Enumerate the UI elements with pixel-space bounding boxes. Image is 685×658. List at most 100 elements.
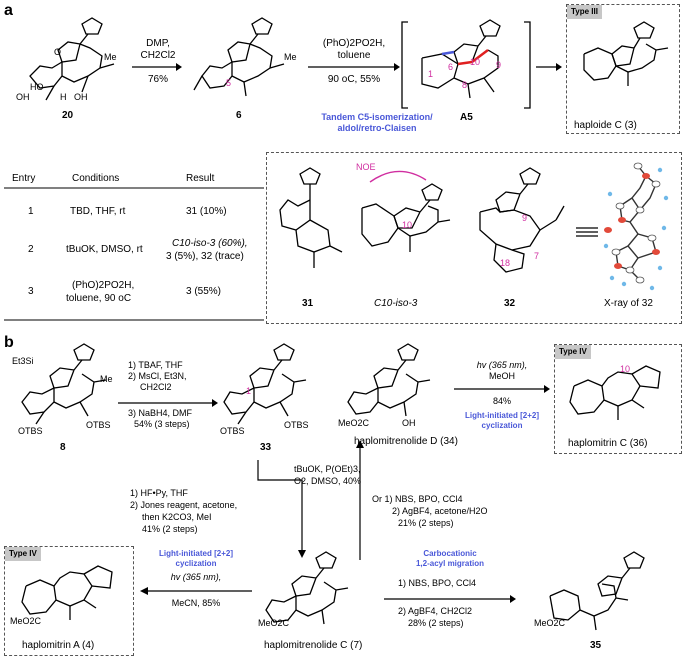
- table-row-2-conditions: tBuOK, DMSO, rt: [66, 244, 143, 255]
- compound-box: [266, 152, 682, 324]
- compound-c10-iso-3-label: C10-iso-3: [374, 298, 418, 309]
- step-7-35-1: 1) NBS, BPO, CCl4: [398, 578, 477, 588]
- step-7-34-b2: 2) AgBF4, acetone/H2O: [392, 506, 488, 516]
- compound-20-label: 20: [62, 110, 74, 121]
- step-8-33-5: 54% (3 steps): [134, 419, 190, 429]
- tandem-label-1: Tandem C5-isomerization/: [321, 112, 433, 122]
- step-33-7-4: 41% (2 steps): [142, 524, 198, 534]
- arrow-6-A5: [308, 63, 400, 71]
- atom-label: OTBS: [220, 426, 245, 436]
- step-7-34-a1: tBuOK, P(OEt)3,: [294, 464, 361, 474]
- table-row-3-entry: 3: [28, 286, 34, 297]
- compound-4-label: haplomitrin A (4): [22, 640, 95, 651]
- step-7-35-3: 28% (2 steps): [408, 618, 464, 628]
- atom-label: 7: [534, 251, 540, 261]
- compound-3-label: haploide C (3): [574, 120, 637, 131]
- arrow-33-7: [257, 460, 306, 558]
- atom-label: OTBS: [18, 426, 43, 436]
- compound-8-label: 8: [60, 442, 66, 453]
- carbo-label-2: 1,2-acyl migration: [415, 559, 485, 568]
- step-8-33-2: 2) MsCl, Et3N,: [128, 371, 187, 381]
- atom-label: Me: [284, 52, 297, 62]
- xray-label: X-ray of 32: [604, 298, 653, 309]
- light-label-1: Light-initiated [2+2]: [465, 411, 539, 420]
- structure-6: [193, 17, 285, 97]
- step-7-35-2: 2) AgBF4, CH2Cl2: [398, 606, 473, 616]
- haploide-c-box: [566, 4, 680, 134]
- step-7-34-b3: 21% (2 steps): [398, 518, 454, 528]
- atom-label: 18: [500, 258, 511, 268]
- atom-label: 9: [496, 60, 502, 70]
- step-34-36-1: hv (365 nm),: [476, 360, 528, 370]
- table-row-1-result: 31 (10%): [186, 206, 227, 217]
- step-33-7-1: 1) HF•Py, THF: [130, 488, 188, 498]
- structure-34: [347, 343, 431, 417]
- panel-a-label: a: [4, 2, 13, 19]
- step2-reagent: (PhO)2PO2H,: [322, 38, 386, 49]
- structure-8: [21, 343, 107, 425]
- atom-label: MeO2C: [534, 618, 566, 628]
- step-7-4-1: hv (365 nm),: [170, 572, 222, 582]
- step1-yield: 76%: [147, 74, 168, 85]
- structure-33: [223, 343, 307, 425]
- table-row-3-conditions-a: (PhO)2PO2H,: [72, 280, 135, 291]
- step-7-34-a2: O2, DMSO, 40%: [294, 476, 362, 486]
- atom-label: 9: [522, 213, 528, 223]
- arrow-7-35: [384, 595, 516, 603]
- haplomitrin-c-box: [554, 344, 682, 454]
- structure-4: [21, 565, 113, 620]
- type-iv-badge-a: Type IV: [5, 547, 41, 561]
- atom-label: MeO2C: [10, 616, 42, 626]
- type-iv-badge: Type IV: [555, 345, 591, 359]
- atom-label: OTBS: [86, 420, 111, 430]
- atom-label: 1: [428, 69, 434, 79]
- light-label-2: cyclization: [481, 421, 523, 430]
- table-row-2-result-b: 3 (5%), 32 (trace): [166, 251, 244, 262]
- step2-conditions: 90 oC, 55%: [327, 74, 381, 85]
- atom-label: Et3Si: [12, 356, 34, 366]
- atom-label: OH: [402, 418, 416, 428]
- tandem-label-2: aldol/retro-Claisen: [337, 123, 417, 133]
- noe-label: NOE: [356, 162, 376, 172]
- light-label-a2: cyclization: [175, 559, 217, 568]
- compound-31-label: 31: [302, 298, 314, 309]
- atom-label: 10: [402, 220, 413, 230]
- compound-33-label: 33: [260, 442, 272, 453]
- step-7-4-2: MeCN, 85%: [171, 598, 221, 608]
- arrow-34-36: [454, 385, 550, 393]
- atom-label: O: [54, 47, 62, 57]
- structure-31: [279, 167, 343, 268]
- atom-label: 10: [470, 57, 481, 67]
- arrow-8-33: [118, 399, 218, 407]
- table-row-3-conditions-b: toluene, 90 oC: [66, 293, 132, 304]
- step-34-36-3: 84%: [492, 396, 511, 406]
- atom-label: MeO2C: [258, 618, 290, 628]
- atom-label: 5: [226, 78, 232, 88]
- atom-label: OH: [74, 92, 88, 102]
- arrow-20-6: [132, 63, 182, 71]
- step-8-33-3: CH2Cl2: [140, 382, 172, 392]
- step-8-33-4: 3) NaBH4, DMF: [128, 408, 193, 418]
- table-row-2-result-a: C10-iso-3 (60%),: [172, 238, 248, 249]
- compound-34-label: haplomitrenolide D (34): [354, 436, 458, 447]
- arrow-A5-3: [536, 63, 562, 71]
- table-header-result: Result: [186, 173, 215, 184]
- table-header-conditions: Conditions: [72, 173, 120, 184]
- atom-label: 6: [448, 62, 454, 72]
- haplomitrin-a-box: [4, 546, 134, 656]
- table-row-1-conditions: TBD, THF, rt: [70, 206, 126, 217]
- compound-6-label: 6: [236, 110, 242, 121]
- table-row-2-entry: 2: [28, 244, 34, 255]
- step-33-7-3: then K2CO3, MeI: [142, 512, 212, 522]
- atom-label: 8: [462, 80, 468, 90]
- step2-solvent: toluene: [337, 50, 371, 61]
- step1-solvent: CH2Cl2: [140, 50, 176, 61]
- atom-label: MeO2C: [338, 418, 370, 428]
- atom-label: HO: [30, 82, 44, 92]
- compound-A5-label: A5: [460, 112, 473, 123]
- table-header-entry: Entry: [12, 173, 36, 184]
- structure-36: [569, 365, 661, 420]
- type-iii-badge: Type III: [567, 5, 602, 19]
- structure-c10-iso-3: [361, 170, 451, 252]
- atom-label: OTBS: [284, 420, 309, 430]
